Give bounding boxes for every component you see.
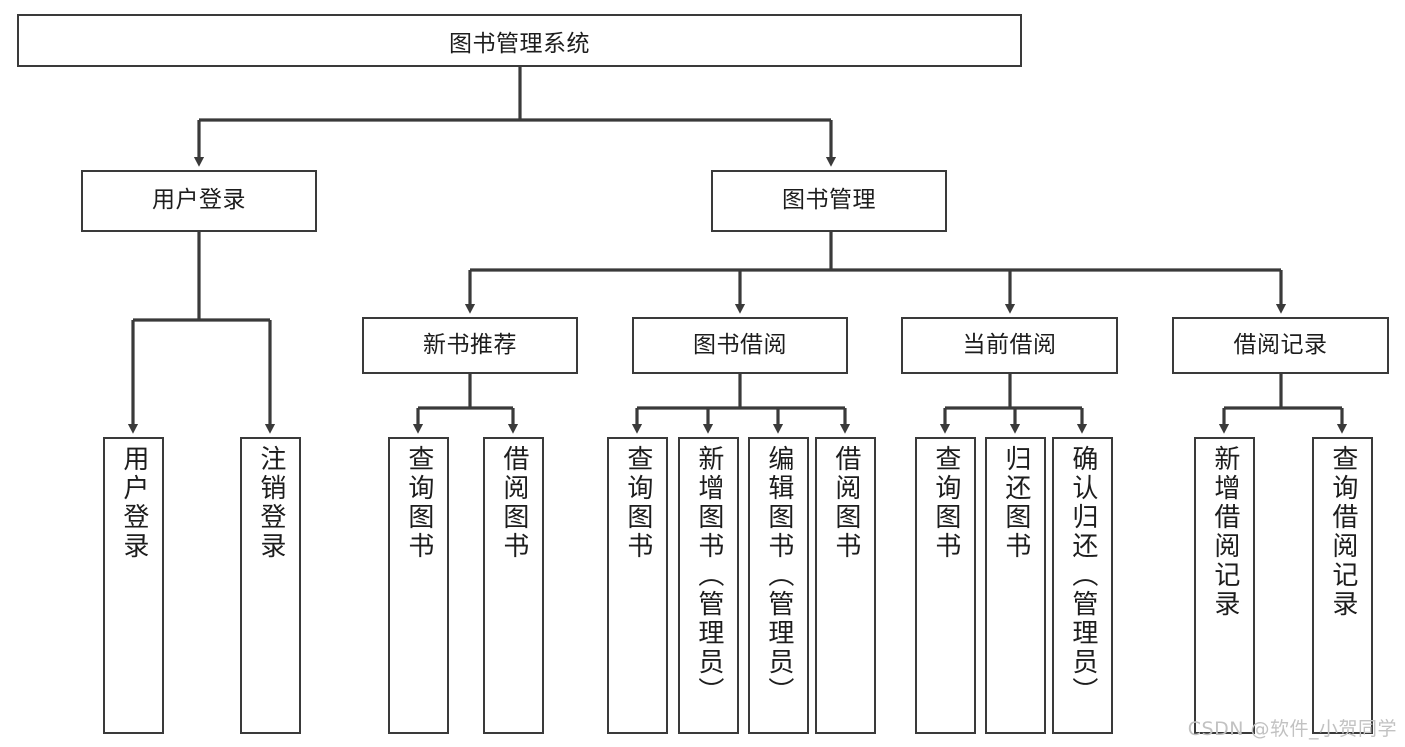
node-label: 注销登录 (255, 445, 286, 561)
node-label: 新增图书（管理员） (693, 445, 724, 706)
node-label: 查询图书 (930, 445, 961, 561)
node-leaf-query-borrow-record[interactable]: 查询借阅记录 (1312, 437, 1373, 734)
node-label: 归还图书 (1000, 445, 1031, 561)
node-label: 借阅图书 (830, 445, 861, 561)
node-leaf-borrow-book-recommend[interactable]: 借阅图书 (483, 437, 544, 734)
node-label: 新书推荐 (423, 331, 517, 358)
node-label: 查询图书 (403, 445, 434, 561)
node-label: 编辑图书（管理员） (763, 445, 794, 706)
node-current-borrow[interactable]: 当前借阅 (901, 317, 1118, 374)
node-leaf-query-book-recommend[interactable]: 查询图书 (388, 437, 449, 734)
node-leaf-add-borrow-record[interactable]: 新增借阅记录 (1194, 437, 1255, 734)
node-leaf-user-login[interactable]: 用户登录 (103, 437, 164, 734)
node-label: 查询借阅记录 (1327, 445, 1358, 619)
node-label: 用户登录 (118, 445, 149, 561)
node-borrow-record[interactable]: 借阅记录 (1172, 317, 1389, 374)
node-leaf-confirm-return-admin[interactable]: 确认归还（管理员） (1052, 437, 1113, 734)
node-label: 借阅记录 (1233, 331, 1328, 358)
node-leaf-query-book-borrow[interactable]: 查询图书 (607, 437, 668, 734)
watermark: CSDN @软件_小贺同学 (1187, 718, 1397, 740)
node-leaf-query-book-current[interactable]: 查询图书 (915, 437, 976, 734)
node-leaf-return-book[interactable]: 归还图书 (985, 437, 1046, 734)
node-leaf-lend-book[interactable]: 借阅图书 (815, 437, 876, 734)
node-label: 新增借阅记录 (1209, 445, 1240, 619)
node-book-management-system[interactable]: 图书管理系统 (17, 14, 1022, 67)
node-label: 图书管理系统 (449, 30, 590, 57)
node-label: 图书管理 (782, 187, 876, 214)
node-label: 借阅图书 (498, 445, 529, 561)
node-leaf-logout[interactable]: 注销登录 (240, 437, 301, 734)
node-label: 用户登录 (152, 187, 246, 214)
node-label: 确认归还（管理员） (1067, 445, 1098, 706)
node-book-borrow[interactable]: 图书借阅 (632, 317, 848, 374)
node-label: 当前借阅 (962, 331, 1057, 358)
node-user-login[interactable]: 用户登录 (81, 170, 317, 232)
node-new-book-recommend[interactable]: 新书推荐 (362, 317, 578, 374)
node-label: 图书借阅 (693, 331, 787, 358)
node-label: 查询图书 (622, 445, 653, 561)
node-book-management[interactable]: 图书管理 (711, 170, 947, 232)
node-leaf-add-book-admin[interactable]: 新增图书（管理员） (678, 437, 739, 734)
node-leaf-edit-book-admin[interactable]: 编辑图书（管理员） (748, 437, 809, 734)
